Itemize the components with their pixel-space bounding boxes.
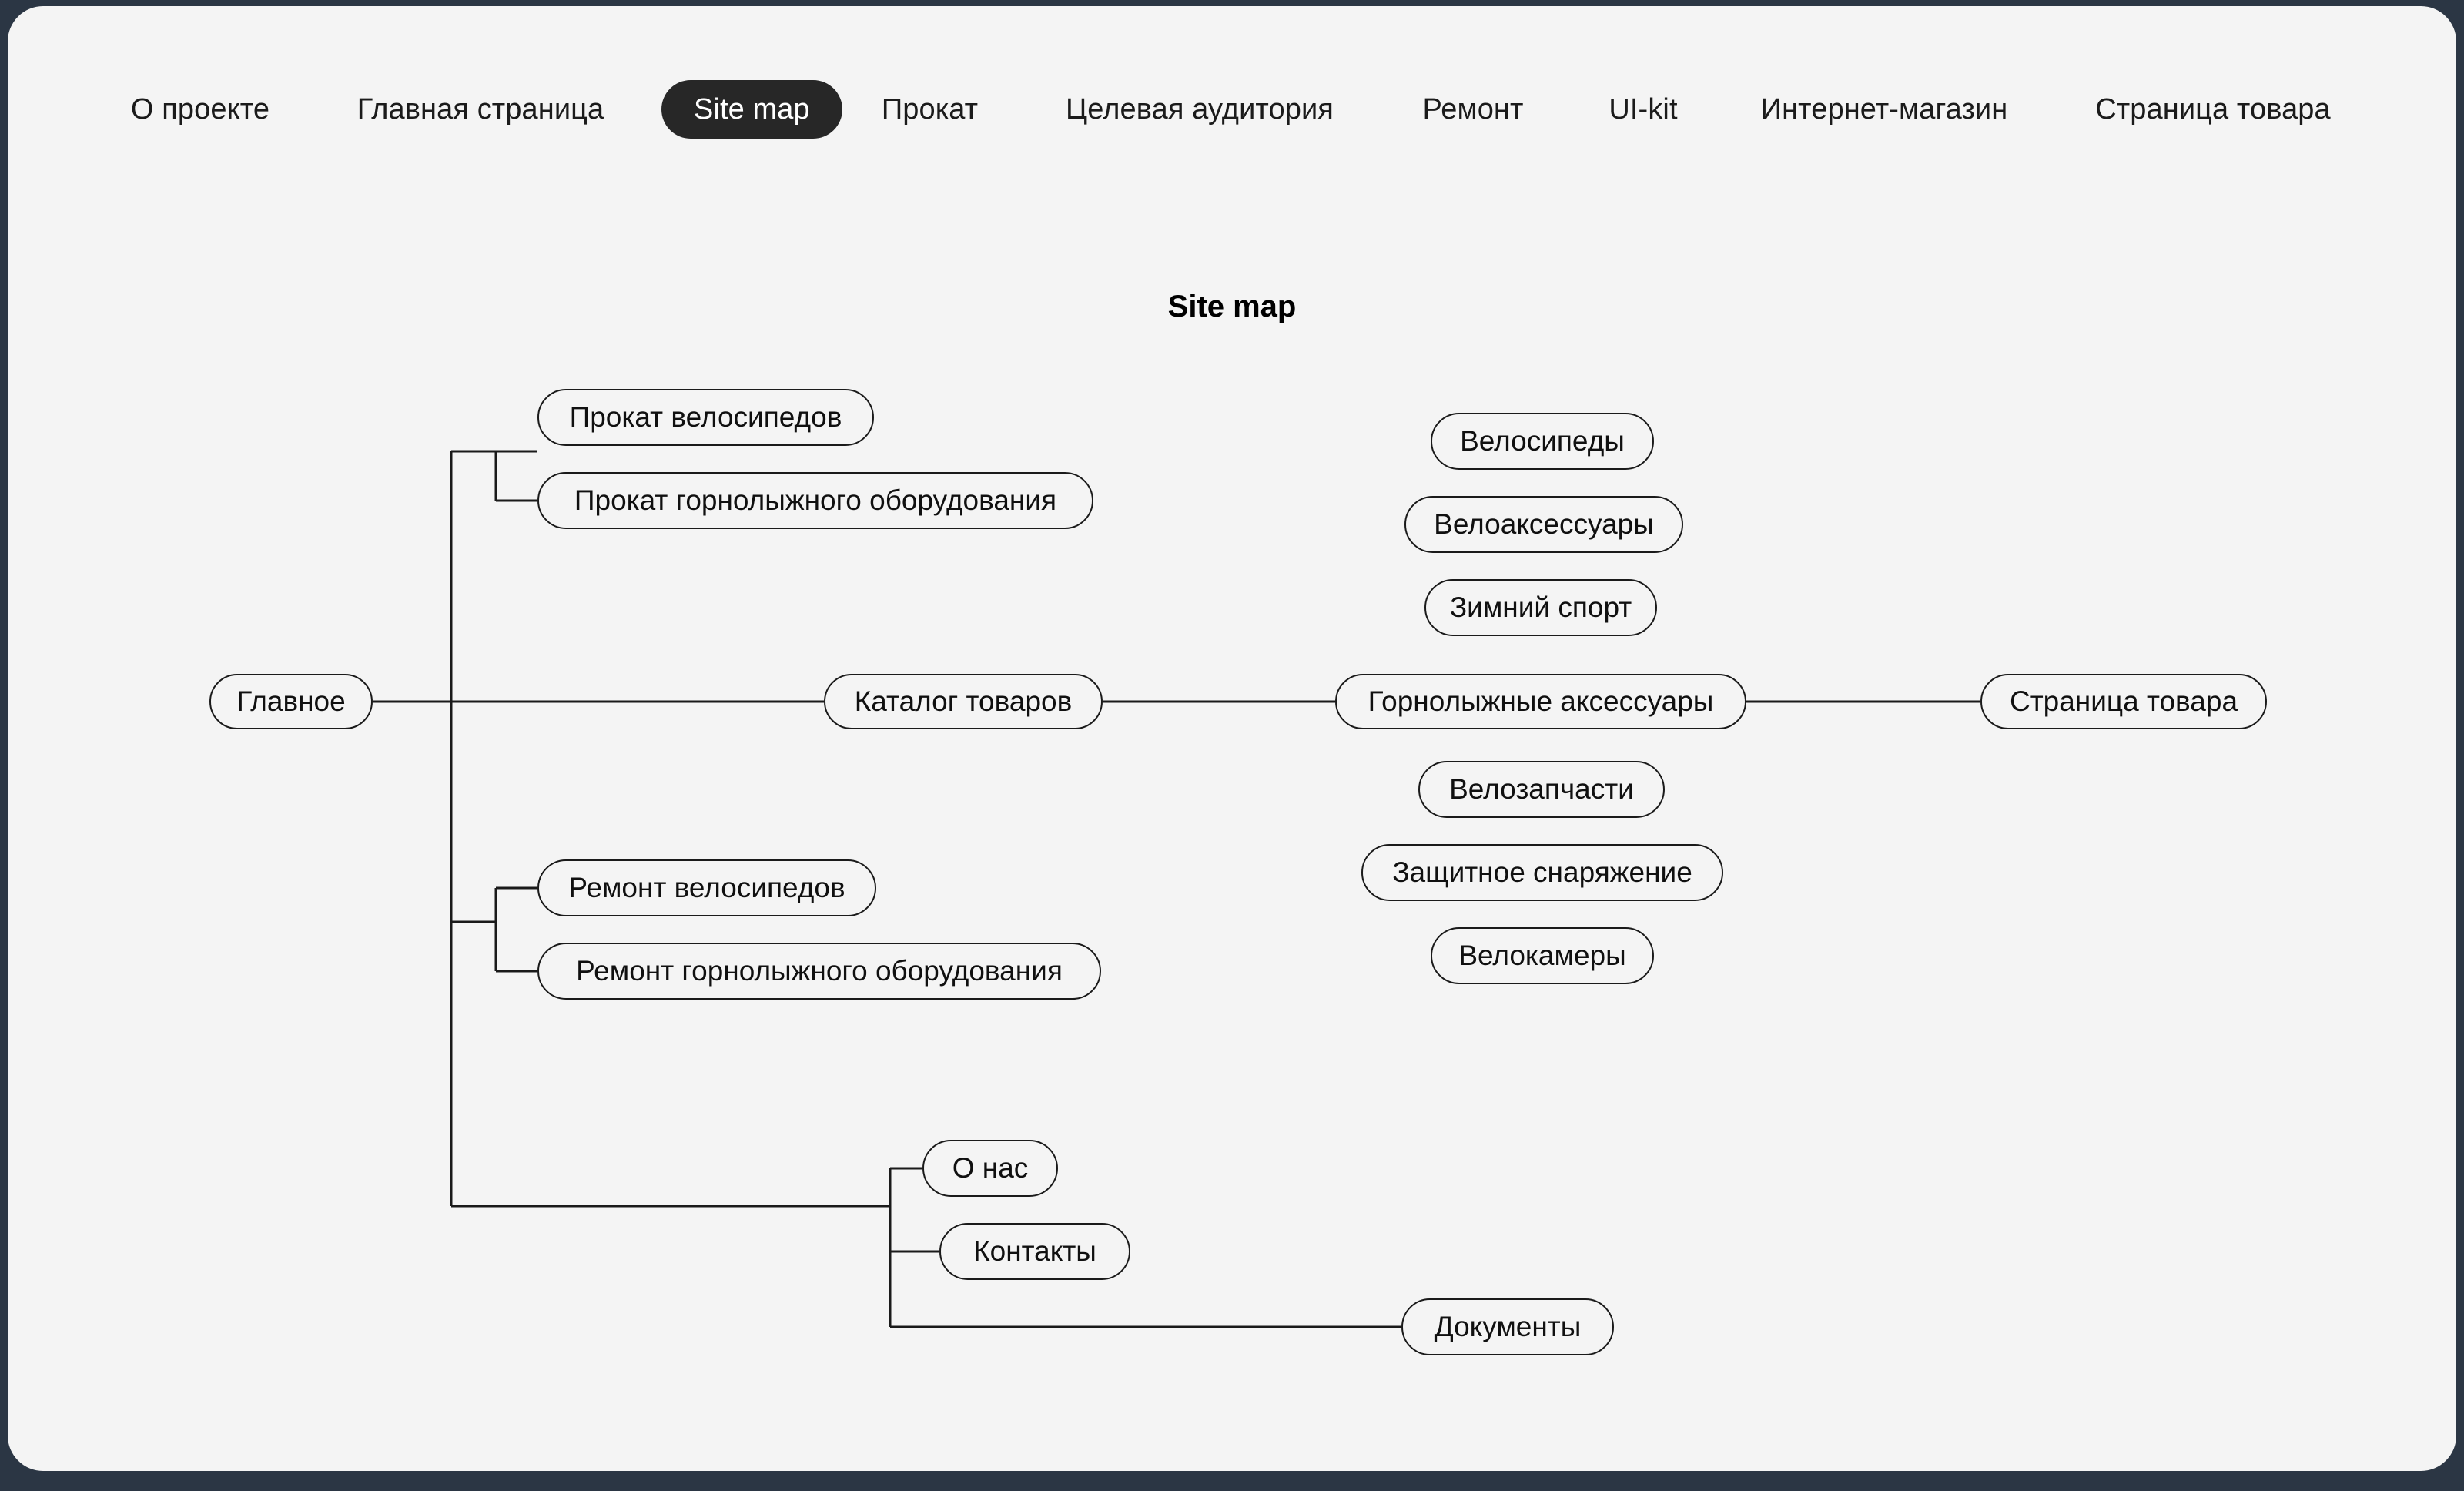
nav-item-0[interactable]: О проекте	[130, 92, 270, 126]
sitemap-node-velozapchasti[interactable]: Велозапчасти	[1418, 761, 1665, 818]
sitemap-node-remont-gorno[interactable]: Ремонт горнолыжного оборудования	[537, 943, 1101, 1000]
sitemap-node-o-nas[interactable]: О нас	[922, 1140, 1058, 1197]
sitemap-node-zimniy-sport[interactable]: Зимний спорт	[1424, 579, 1657, 636]
sitemap-node-gorno-aksess[interactable]: Горнолыжные аксессуары	[1335, 674, 1746, 729]
nav-item-1[interactable]: Главная страница	[357, 92, 604, 126]
sitemap-node-prokat-velo[interactable]: Прокат велосипедов	[537, 389, 874, 446]
top-navigation: О проекте Главная страница Site map Прокат Ц…	[8, 80, 2456, 139]
sitemap-node-stranitsa[interactable]: Страница товара	[1980, 674, 2267, 729]
page-title: Site map	[1167, 290, 1297, 323]
sitemap-node-kontakty[interactable]: Контакты	[939, 1223, 1130, 1280]
sitemap-node-velosipedy[interactable]: Велосипеды	[1431, 413, 1654, 470]
sitemap-node-remont-velo[interactable]: Ремонт велосипедов	[537, 859, 876, 916]
connector-lines	[373, 450, 1980, 1328]
nav-item-4[interactable]: Целевая аудитория	[1066, 92, 1334, 126]
nav-item-8[interactable]: Страница товара	[2095, 92, 2331, 126]
sitemap-node-velokamery[interactable]: Велокамеры	[1431, 927, 1654, 984]
nav-item-5[interactable]: Ремонт	[1422, 92, 1524, 126]
sitemap-node-glavnoe[interactable]: Главное	[209, 674, 373, 729]
nav-item-7[interactable]: Интернет-магазин	[1760, 92, 2008, 126]
sitemap-node-prokat-gorno[interactable]: Прокат горнолыжного оборудования	[537, 472, 1093, 529]
nav-item-6[interactable]: UI-kit	[1609, 92, 1678, 126]
nav-item-3[interactable]: Прокат	[881, 92, 979, 126]
sitemap-node-dokumenty[interactable]: Документы	[1401, 1298, 1614, 1355]
sitemap-node-zashchitnoe[interactable]: Защитное снаряжение	[1361, 844, 1723, 901]
nav-item-2[interactable]: Site map	[661, 80, 842, 139]
sitemap-node-katalog[interactable]: Каталог товаров	[824, 674, 1103, 729]
sitemap-node-veloaksess[interactable]: Велоаксессуары	[1404, 496, 1683, 553]
